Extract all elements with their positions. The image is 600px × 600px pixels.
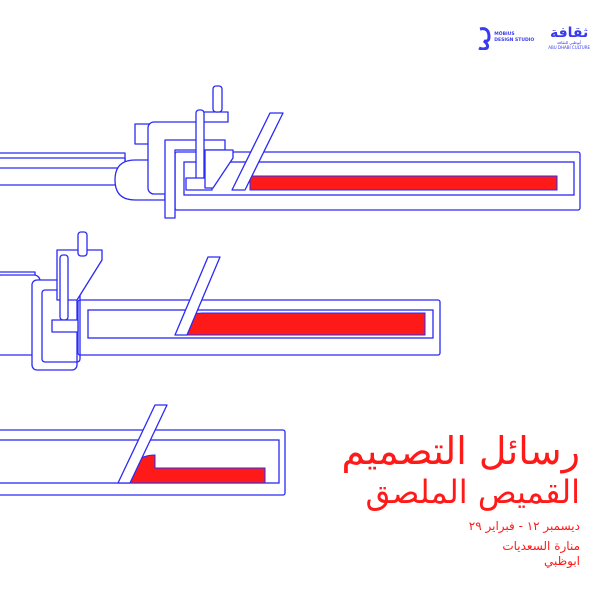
title-line-1: رسائل التصميم [341, 429, 580, 473]
event-venue: منارة السعديات [502, 539, 580, 553]
press-machine-3 [0, 404, 286, 496]
event-info: ديسمبر ١٢ - فبراير ٢٩ منارة السعديات ابو… [469, 519, 580, 569]
poster-title: رسائل التصميم القميص الملصق [342, 428, 580, 510]
press-machine-2 [0, 231, 441, 371]
event-dates: ديسمبر ١٢ - فبراير ٢٩ [468, 519, 580, 533]
culture-arabic-small: أبوظبي للثقافة [556, 40, 582, 45]
studio-name: MÖBIUS [494, 32, 515, 37]
studio-subtitle: DESIGN STUDIO [494, 38, 535, 43]
press-machine-1 [0, 85, 581, 219]
culture-logo: ثقافة أبوظبي للثقافة ABU DHABI CULTURE [548, 26, 590, 50]
mobius-mark-icon [478, 27, 491, 50]
title-line-2: القميص الملصق [365, 473, 580, 511]
culture-english: ABU DHABI CULTURE [548, 45, 590, 50]
event-city: ابوظبي [543, 554, 580, 568]
culture-arabic: ثقافة [549, 25, 589, 41]
